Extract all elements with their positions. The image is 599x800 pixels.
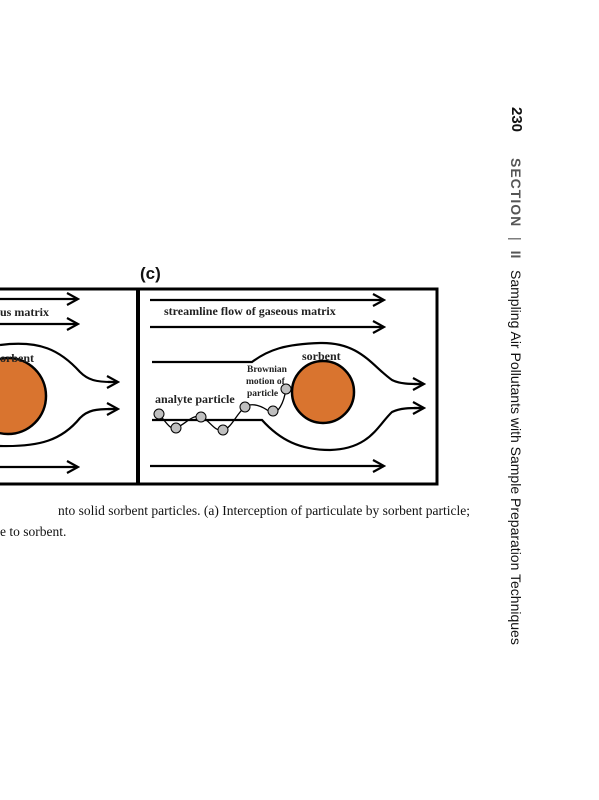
- left-streamline-envelope: [0, 342, 113, 448]
- panel-label-c: (c): [140, 264, 161, 283]
- page-number: 230: [508, 107, 525, 133]
- caption-line-1: nto solid sorbent particles. (a) Interce…: [58, 503, 470, 518]
- left-panel: us matrix orbent: [0, 299, 118, 467]
- analyte-particle-6: [267, 405, 279, 417]
- analyte-particle-3: [195, 411, 207, 423]
- right-streamline-envelope-bottom: [152, 406, 421, 452]
- analyte-particle-label: analyte particle: [155, 392, 235, 406]
- analyte-particle-4: [217, 424, 229, 436]
- running-head: 230 SECTION | II Sampling Air Pollutants…: [508, 107, 525, 645]
- section-separator: |: [508, 237, 524, 241]
- left-sorbent-label: orbent: [0, 351, 34, 365]
- analyte-particle-5: [239, 401, 251, 413]
- brownian-label-line-3: particle: [247, 389, 278, 399]
- analyte-particle-2: [170, 422, 182, 434]
- diagram-frame: [0, 287, 439, 486]
- left-flow-label: us matrix: [0, 305, 49, 319]
- running-title: Sampling Air Pollutants with Sample Prep…: [508, 270, 524, 646]
- figure-caption: nto solid sorbent particles. (a) Interce…: [0, 500, 470, 542]
- analyte-particle-7: [280, 383, 292, 395]
- brownian-label-line-2: motion of: [246, 377, 286, 387]
- right-panel: streamline flow of gaseous matrix sorben…: [150, 300, 424, 466]
- right-flow-label: streamline flow of gaseous matrix: [164, 304, 336, 318]
- right-sorbent-label: sorbent: [302, 349, 341, 363]
- part-number: II: [508, 250, 524, 259]
- section-word: SECTION: [508, 157, 524, 228]
- right-streamline-envelope-top: [152, 341, 421, 386]
- left-sorbent-particle: [0, 356, 48, 436]
- right-sorbent-particle: [290, 359, 356, 425]
- brownian-label-line-1: Brownian: [247, 365, 288, 375]
- caption-line-2: e to sorbent.: [0, 524, 67, 539]
- analyte-particle-1: [153, 408, 165, 420]
